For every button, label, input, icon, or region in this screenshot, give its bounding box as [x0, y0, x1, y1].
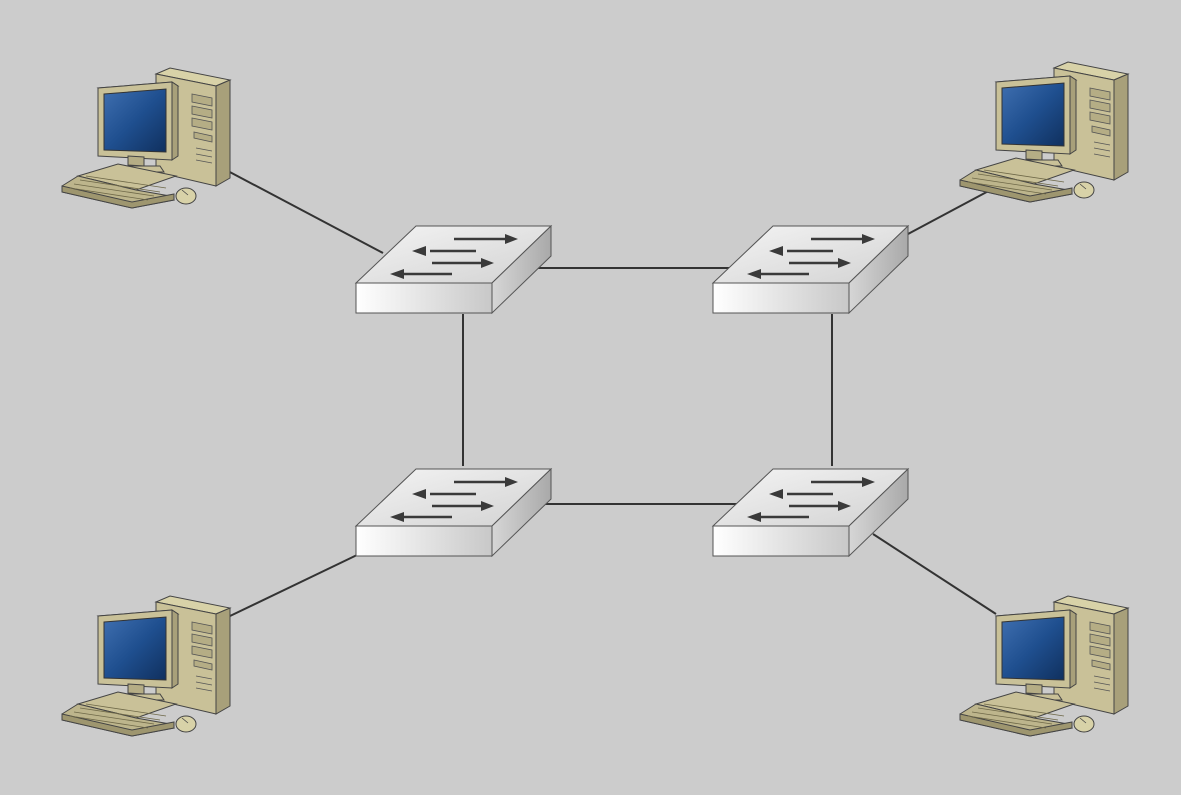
link-pc-top-right-switch: [907, 186, 997, 235]
network-switch-icon[interactable]: [354, 467, 553, 558]
desktop-computer-icon[interactable]: [61, 595, 231, 737]
desktop-computer-icon[interactable]: [959, 595, 1129, 737]
desktop-computer-icon[interactable]: [61, 67, 231, 209]
network-switch-icon[interactable]: [711, 467, 910, 558]
network-switch-icon[interactable]: [354, 224, 553, 315]
link-pc-top-left-switch: [225, 169, 384, 254]
link-pc-bottom-left-switch: [229, 554, 358, 617]
link-pc-bottom-right-switch: [872, 533, 997, 615]
desktop-computer-icon[interactable]: [959, 61, 1129, 203]
network-links: [225, 169, 997, 617]
network-switch-icon[interactable]: [711, 224, 910, 315]
